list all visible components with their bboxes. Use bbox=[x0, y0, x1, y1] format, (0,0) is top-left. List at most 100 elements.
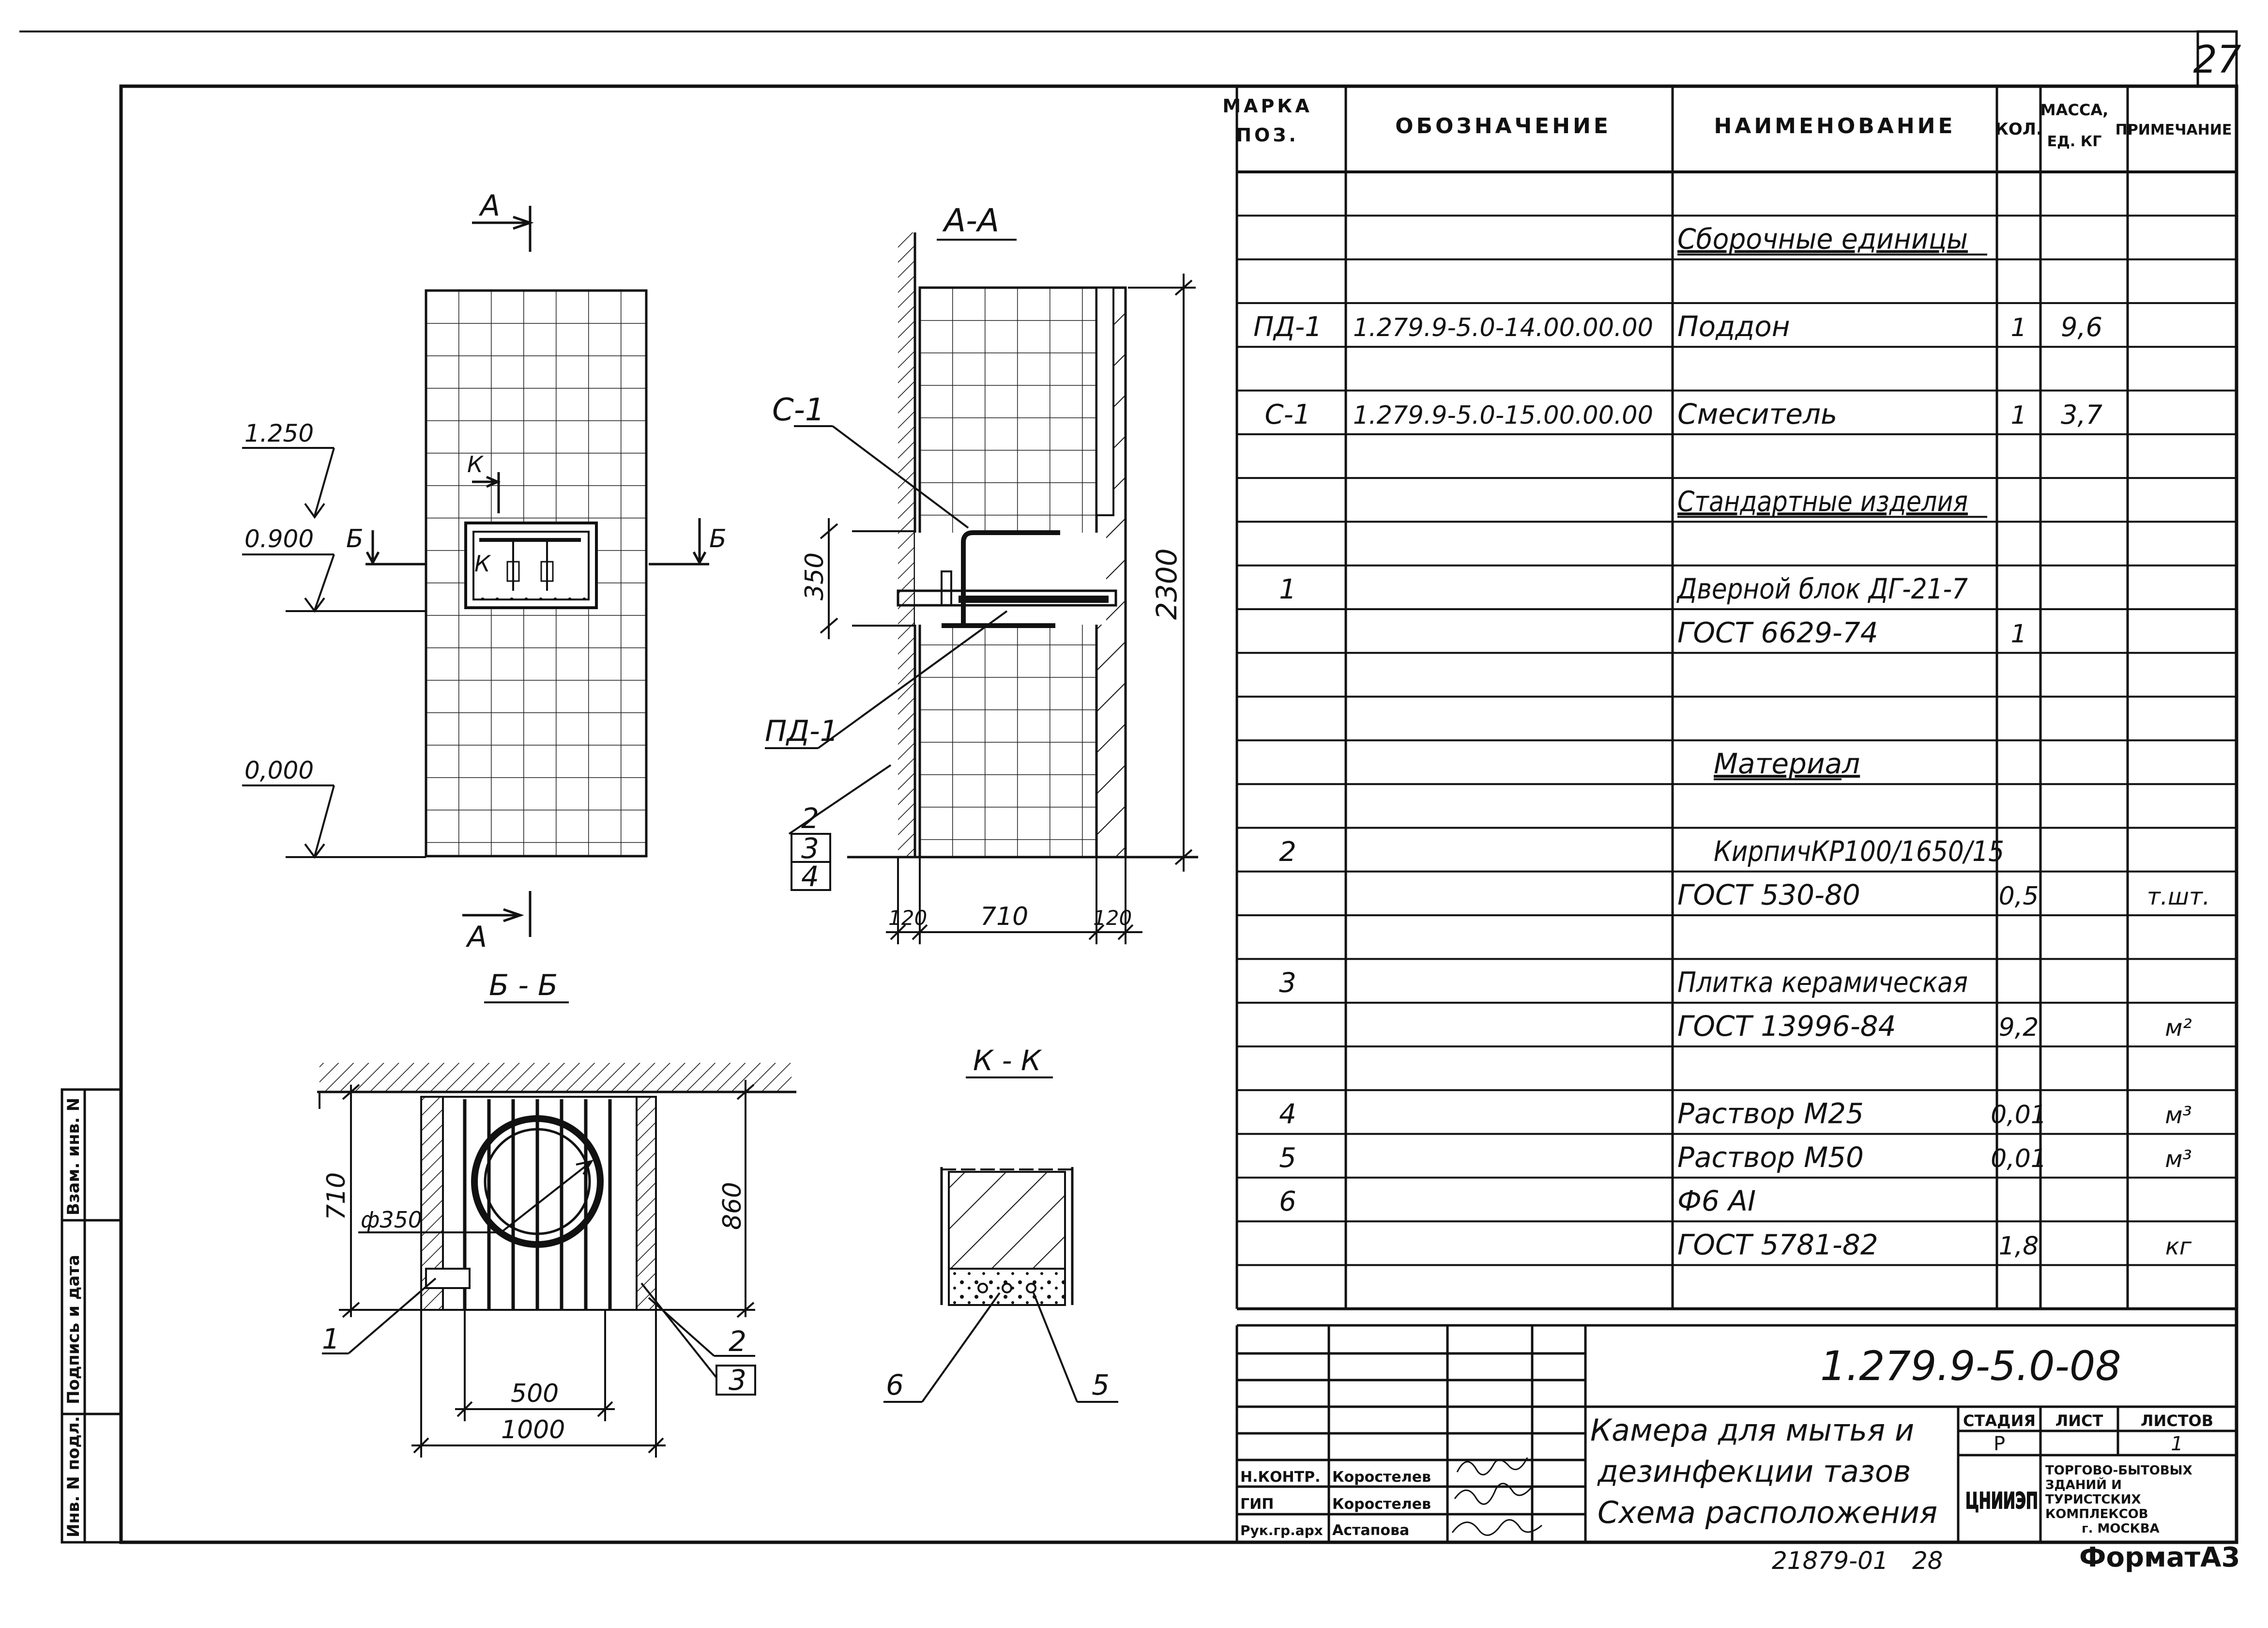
side-stamp-inv: Инв. N подл. bbox=[64, 1416, 83, 1537]
spec-name-12: Раствор М50 bbox=[1677, 1141, 1864, 1174]
spec-mark-7: 2 bbox=[1279, 836, 1296, 868]
org-line-5: г. МОСКВА bbox=[2082, 1521, 2160, 1536]
dim-120-left: 120 bbox=[888, 906, 927, 930]
spec-name-13: Ф6 АI bbox=[1677, 1184, 1756, 1217]
dim-500: 500 bbox=[511, 1379, 559, 1408]
spec-mark-11: 4 bbox=[1279, 1099, 1296, 1130]
spec-name-6: Материал bbox=[1714, 747, 1860, 780]
spec-qty-14: 1,8 bbox=[1999, 1232, 2039, 1261]
signature-scribbles bbox=[1451, 1457, 1542, 1536]
level-0000: 0,000 bbox=[244, 756, 314, 784]
spec-qty-11: 0,01 bbox=[1991, 1101, 2047, 1130]
spec-qty-8: 0,5 bbox=[1999, 882, 2039, 911]
header-massa-1: МАССА, bbox=[2040, 101, 2109, 119]
section-b-left: Б bbox=[346, 524, 364, 553]
spec-qty-12: 0,01 bbox=[1991, 1144, 2047, 1173]
callout-bb-2: 2 bbox=[729, 1325, 746, 1358]
side-stamp-vzam: Взам. инв. N bbox=[64, 1098, 83, 1215]
org-line-3: ТУРИСТСКИХ bbox=[2045, 1492, 2141, 1507]
header-marka-1: МАРКА bbox=[1222, 95, 1312, 117]
section-a-top: А bbox=[478, 189, 500, 223]
spec-name-14: ГОСТ 5781-82 bbox=[1677, 1229, 1878, 1261]
header-oboznachenie: ОБОЗНАЧЕНИЕ bbox=[1395, 114, 1611, 138]
spec-designation-2: 1.279.9-5.0-15.00.00.00 bbox=[1353, 401, 1653, 430]
spec-mark-9: 3 bbox=[1279, 968, 1296, 999]
header-marka-2: ПОЗ. bbox=[1236, 124, 1299, 146]
dim-350: 350 bbox=[800, 553, 829, 600]
spec-mass-2: 3,7 bbox=[2061, 399, 2102, 430]
archive-sheet: 28 bbox=[1912, 1547, 1943, 1575]
spec-mass-1: 9,6 bbox=[2061, 312, 2102, 342]
side-stamp-podpis: Подпись и дата bbox=[64, 1255, 83, 1404]
section-a-bottom: А bbox=[465, 920, 487, 954]
section-k-mid: К bbox=[474, 551, 491, 577]
dim-1000: 1000 bbox=[501, 1415, 565, 1444]
sheets-value: 1 bbox=[2171, 1433, 2183, 1455]
archive-number: 21879-01 bbox=[1772, 1547, 1888, 1575]
sign-name-2: Коростелев bbox=[1332, 1496, 1431, 1513]
callout-bb-3: 3 bbox=[729, 1364, 746, 1397]
section-bb: Б - Б bbox=[317, 968, 796, 1458]
sign-role-2: ГИП bbox=[1240, 1496, 1274, 1513]
sheet-label: ЛИСТ bbox=[2055, 1412, 2103, 1430]
section-aa-title: А-А bbox=[942, 202, 999, 239]
side-stamp bbox=[61, 1088, 122, 1544]
spec-note-12: м³ bbox=[2165, 1146, 2192, 1173]
spec-mark-4: 1 bbox=[1279, 574, 1296, 605]
stage-label: СТАДИЯ bbox=[1963, 1412, 2036, 1430]
title-block bbox=[1235, 1324, 2237, 1542]
spec-note-14: кг bbox=[2165, 1233, 2192, 1260]
callout-c1: С-1 bbox=[772, 392, 825, 428]
org-line-2: ЗДАНИЙ И bbox=[2045, 1477, 2122, 1492]
spec-designation-1: 1.279.9-5.0-14.00.00.00 bbox=[1353, 313, 1653, 342]
spec-note-8: т.шт. bbox=[2147, 883, 2210, 910]
section-kk: К - К 6 5 bbox=[883, 1044, 1118, 1403]
title-line-3: Схема расположения bbox=[1598, 1495, 1937, 1530]
header-primechanie: ПРИМЕЧАНИЕ bbox=[2116, 122, 2232, 138]
dim-710-bb: 710 bbox=[322, 1172, 351, 1220]
dim-120-right: 120 bbox=[1093, 906, 1132, 930]
org-line-1: ТОРГОВО-БЫТОВЫХ bbox=[2045, 1463, 2192, 1478]
callout-pd1: ПД-1 bbox=[765, 714, 838, 748]
front-view: 1.250 0.900 0,000 А А Б Б К К bbox=[242, 189, 727, 954]
callout-4: 4 bbox=[801, 860, 819, 893]
sign-name-3: Астапова bbox=[1332, 1522, 1409, 1539]
header-massa-2: ЕД. КГ bbox=[2047, 133, 2102, 150]
spec-name-5: ГОСТ 6629-74 bbox=[1677, 616, 1878, 649]
spec-note-11: м³ bbox=[2165, 1102, 2192, 1129]
spec-name-11: Раствор М25 bbox=[1677, 1097, 1864, 1130]
section-k-top: К bbox=[467, 451, 484, 477]
spec-qty-2: 1 bbox=[2010, 401, 2026, 430]
title-line-1: Камера для мытья и bbox=[1590, 1413, 1914, 1448]
section-kk-title: К - К bbox=[973, 1044, 1042, 1077]
spec-mark-2: С-1 bbox=[1265, 399, 1311, 430]
spec-name-8: ГОСТ 530-80 bbox=[1677, 878, 1860, 911]
spec-mark-12: 5 bbox=[1279, 1142, 1296, 1174]
title-line-2: дезинфекции тазов bbox=[1597, 1454, 1911, 1489]
org-logo: ЦНИИЭП bbox=[1965, 1488, 2038, 1514]
section-aa: А-А С-1 ПД-1 2 3 4 350 2300 120 710 120 bbox=[765, 202, 1198, 944]
spec-name-7: КирпичКР100/1650/15 bbox=[1714, 835, 2004, 868]
spec-qty-10: 9,2 bbox=[1999, 1013, 2039, 1042]
stage-value: Р bbox=[1994, 1433, 2005, 1455]
sign-role-1: Н.КОНТР. bbox=[1240, 1469, 1320, 1486]
org-line-4: КОМПЛЕКСОВ bbox=[2045, 1507, 2148, 1521]
dim-2300: 2300 bbox=[1150, 548, 1183, 620]
spec-note-10: м² bbox=[2165, 1014, 2192, 1042]
spec-qty-1: 1 bbox=[2010, 313, 2026, 342]
spec-name-10: ГОСТ 13996-84 bbox=[1677, 1010, 1896, 1043]
page-number: 27 bbox=[2193, 38, 2241, 82]
dim-710: 710 bbox=[980, 902, 1028, 931]
callout-bb-1: 1 bbox=[322, 1322, 340, 1355]
spec-name-4: Дверной блок ДГ-21-7 bbox=[1676, 572, 1968, 605]
callout-3: 3 bbox=[801, 832, 819, 865]
section-b-right: Б bbox=[709, 524, 727, 553]
sheets-label: ЛИСТОВ bbox=[2141, 1412, 2213, 1430]
callout-kk-6: 6 bbox=[886, 1368, 904, 1401]
title-designation: 1.279.9-5.0-08 bbox=[1820, 1342, 2121, 1390]
dim-860: 860 bbox=[718, 1182, 747, 1230]
spec-name-2: Смеситель bbox=[1677, 398, 1837, 430]
diameter-350: ф350 bbox=[361, 1207, 422, 1233]
